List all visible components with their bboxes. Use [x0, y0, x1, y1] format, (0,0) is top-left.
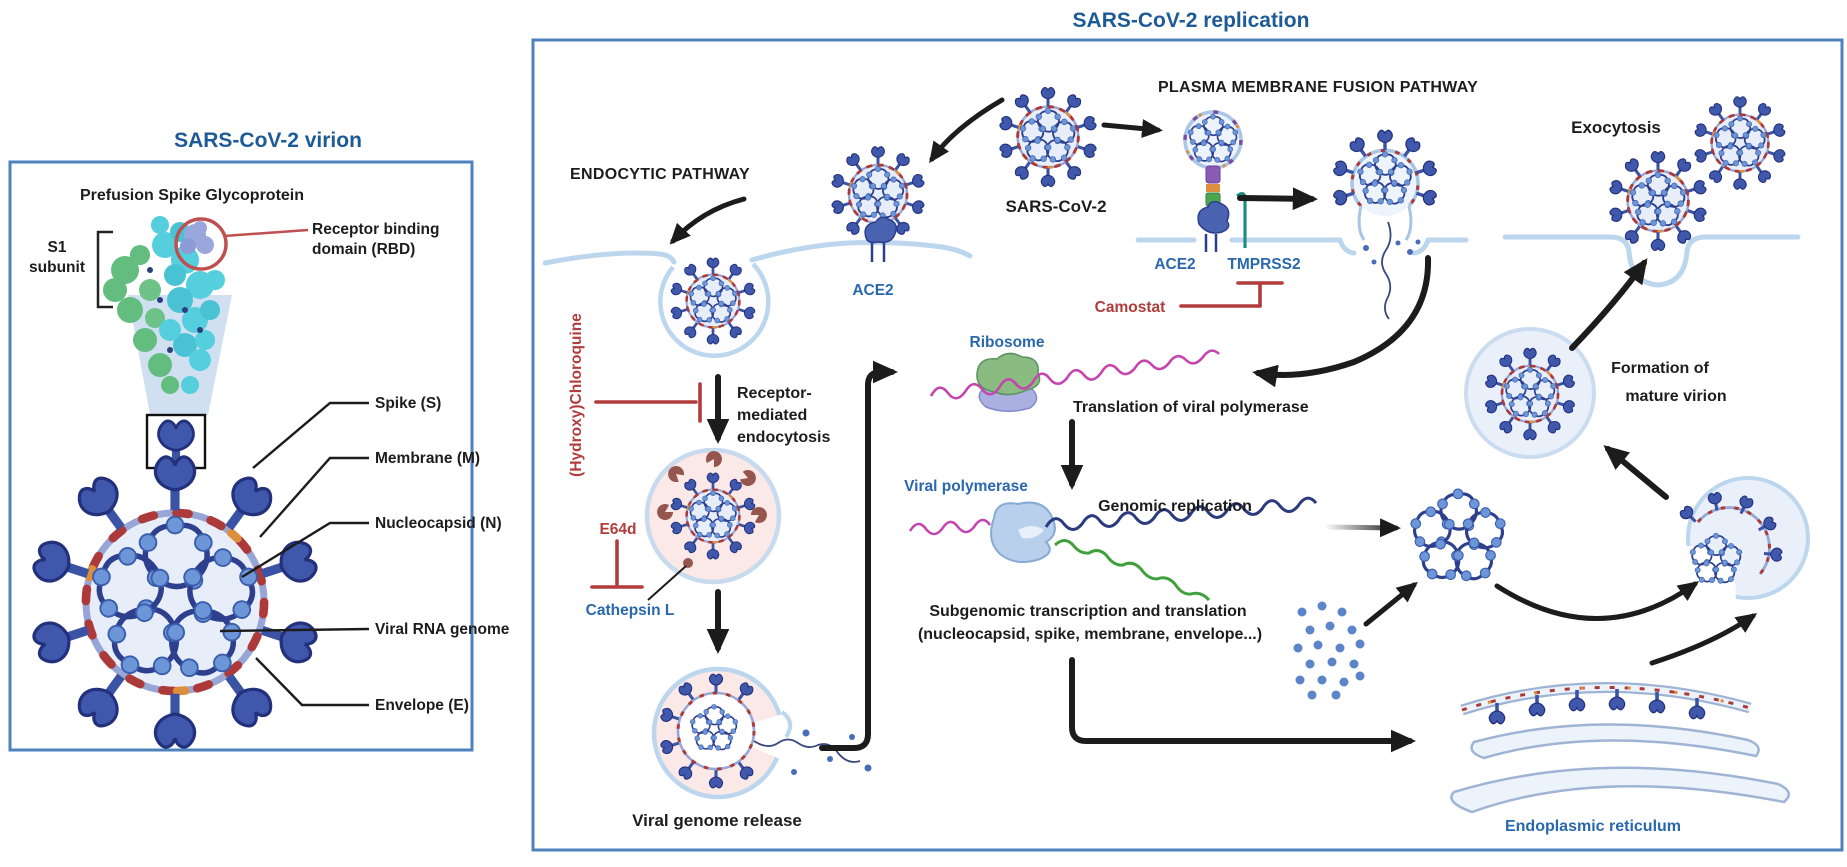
e64d-inhibition-bar: [590, 539, 644, 589]
er-label: Endoplasmic reticulum: [1505, 818, 1681, 835]
formation-label-line2: mature virion: [1625, 388, 1726, 405]
template-rna: [908, 518, 992, 536]
rna-genome-label: Viral RNA genome: [375, 621, 510, 638]
structural-protein-dots: [1293, 601, 1365, 700]
nucleocapsid-label: Nucleocapsid (N): [375, 515, 502, 532]
replication-panel-border: [531, 38, 1844, 852]
rme-label-line1: Receptor-: [737, 385, 812, 402]
s1-label-line2: subunit: [29, 259, 85, 276]
translation-label: Translation of viral polymerase: [1073, 399, 1309, 416]
endocytic-pathway-heading: ENDOCYTIC PATHWAY: [570, 166, 750, 183]
viral-polymerase-label: Viral polymerase: [904, 478, 1028, 495]
ace2-receptor: [864, 216, 897, 262]
budding-virion: [1644, 476, 1810, 638]
subgenomic-label-line1: Subgenomic transcription and translation: [929, 603, 1246, 620]
s1-bracket: [96, 230, 113, 309]
virion-pointer-lines: [219, 401, 370, 707]
cathepsin-label: Cathepsin L: [586, 602, 675, 619]
sars-cov-2-virion: [999, 88, 1097, 187]
chloroquine-label: (Hydroxy)Chloroquine: [568, 313, 585, 477]
cathepsin-pointer-line: [647, 565, 687, 601]
assembled-nucleocapsid: [1404, 489, 1512, 590]
exocytosed-virion-1: [1609, 152, 1707, 251]
camostat-inhibition-bar: [1179, 281, 1284, 308]
process-arrows: [669, 97, 1758, 753]
genomic-replication-label: Genomic replication: [1098, 498, 1252, 515]
endoplasmic-reticulum: [1450, 682, 1791, 814]
replication-panel: SARS-CoV-2 replication ENDOCYTIC PATHWAY…: [531, 9, 1844, 852]
rbd-highlight-circle: [174, 217, 228, 271]
viral-mrna: [929, 349, 1220, 400]
e64d-label: E64d: [599, 521, 636, 538]
exocytosed-virion-2: [1694, 97, 1786, 189]
rme-label-line3: endocytosis: [737, 429, 830, 446]
viral-genome-release-endosome: [651, 666, 872, 800]
virion-structure: [31, 457, 319, 747]
sars-cov-2-label: SARS-CoV-2: [1005, 197, 1106, 216]
rbd-pointer-line: [223, 228, 309, 238]
tmprss2-label: TMPRSS2: [1227, 256, 1300, 273]
genomic-rna-copy: [1044, 496, 1318, 531]
viral-polymerase: [990, 501, 1056, 564]
viral-genome-release-label: Viral genome release: [632, 811, 802, 830]
replication-title: SARS-CoV-2 replication: [1073, 9, 1310, 32]
chloroquine-inhibition-bar: [594, 382, 702, 423]
cell-membrane: [542, 234, 1801, 288]
mature-virion-vesicle: [1464, 327, 1596, 459]
ribosome-label: Ribosome: [970, 334, 1045, 351]
virion-panel: SARS-CoV-2 virion Prefusion Spike Glycop…: [8, 129, 510, 752]
subgenomic-label-line2: (nucleocapsid, spike, membrane, envelope…: [918, 626, 1262, 643]
virion-panel-title: SARS-CoV-2 virion: [174, 129, 362, 152]
spike-label: Spike (S): [375, 395, 441, 412]
membrane-fused-virus: [1332, 129, 1438, 320]
formation-label-line1: Formation of: [1611, 360, 1709, 377]
prefusion-spike-label: Prefusion Spike Glycoprotein: [80, 187, 304, 204]
membrane-label: Membrane (M): [375, 450, 480, 467]
released-genome-dots: [791, 729, 872, 775]
fusion-virus: [1183, 110, 1247, 252]
ace2-fusion-label: ACE2: [1154, 256, 1195, 273]
ace2-endocytic-label: ACE2: [852, 282, 893, 299]
camostat-label: Camostat: [1095, 299, 1166, 316]
rbd-label-line1: Receptor binding: [312, 221, 439, 238]
rme-label-line2: mediated: [737, 407, 807, 424]
rbd-label-line2: domain (RBD): [312, 241, 415, 258]
plasma-pathway-heading: PLASMA MEMBRANE FUSION PATHWAY: [1158, 79, 1478, 96]
ribosome: [976, 352, 1041, 412]
released-genome-thread: [753, 738, 861, 763]
exocytosis-label: Exocytosis: [1571, 118, 1661, 137]
subgenomic-rna: [1053, 539, 1211, 602]
envelope-label: Envelope (E): [375, 697, 469, 714]
spike-glycoprotein-structure: [103, 216, 225, 394]
virion-panel-border: [8, 160, 474, 752]
s1-label-line1: S1: [48, 239, 67, 256]
endosome-with-cathepsins: [644, 447, 782, 585]
